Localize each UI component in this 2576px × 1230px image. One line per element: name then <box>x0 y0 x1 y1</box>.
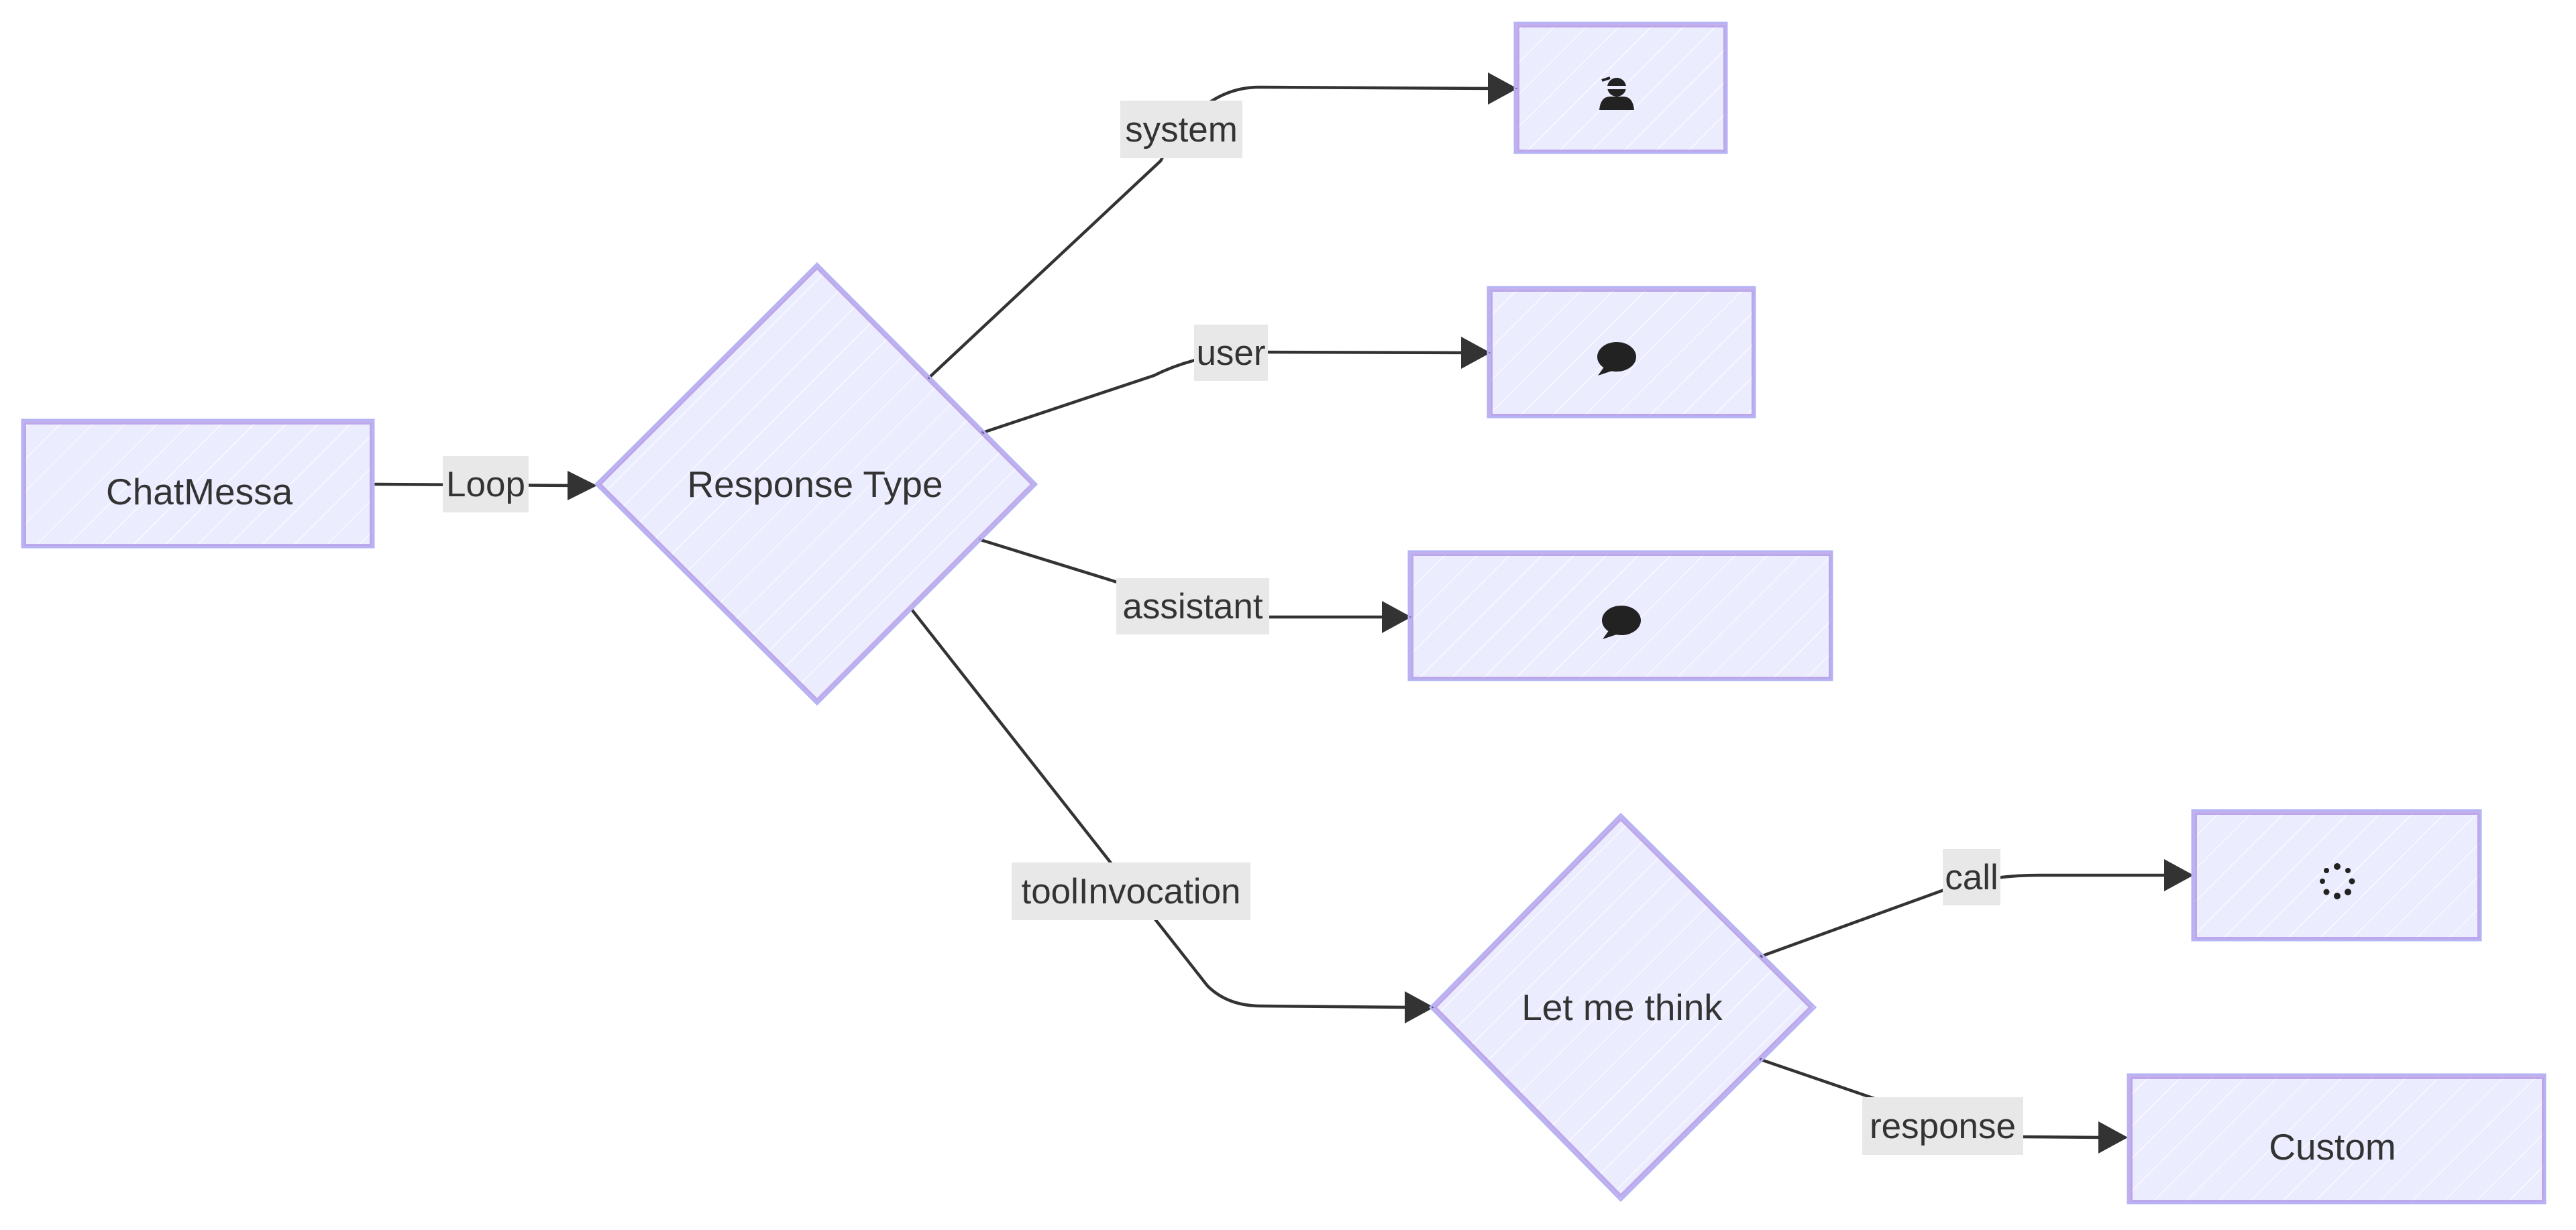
system-node[interactable] <box>1513 21 1728 154</box>
svg-text:user: user <box>1196 333 1265 373</box>
user-secret-icon <box>1599 76 1634 110</box>
response-type-label: Response Type <box>687 463 943 505</box>
assistant-node[interactable] <box>1407 550 1833 681</box>
svg-text:system: system <box>1125 110 1238 150</box>
call-node[interactable] <box>2191 809 2482 942</box>
edge-label-response: response <box>1862 1097 2023 1155</box>
svg-text:assistant: assistant <box>1122 587 1263 626</box>
svg-text:response: response <box>1870 1107 2016 1146</box>
svg-text:toolInvocation: toolInvocation <box>1021 872 1240 911</box>
edge-label-system: system <box>1120 101 1242 158</box>
tool-decision-label: Let me think <box>1521 987 1723 1028</box>
response-type-decision[interactable]: Response Type <box>594 262 1038 706</box>
edge-label-assistant: assistant <box>1116 578 1269 634</box>
comment-icon <box>1602 606 1641 639</box>
edge-label-user: user <box>1194 325 1268 381</box>
svg-text:Loop: Loop <box>446 465 525 504</box>
custom-label: Custom <box>2269 1126 2396 1168</box>
edge-label-loop: Loop <box>443 456 529 512</box>
chat-message-node[interactable]: ChatMessa <box>21 418 375 549</box>
svg-text:call: call <box>1945 858 1998 897</box>
edge-label-tool-invocation: toolInvocation <box>1012 862 1250 920</box>
user-node[interactable] <box>1487 286 1756 418</box>
chat-message-label: ChatMessa <box>106 471 293 512</box>
spinner-icon <box>2320 863 2355 899</box>
comment-icon <box>1597 342 1636 376</box>
custom-node[interactable]: Custom <box>2127 1073 2546 1205</box>
edge-tool-invocation <box>910 608 1434 1023</box>
tool-invocation-decision[interactable]: Let me think <box>1428 812 1817 1203</box>
edge-label-call: call <box>1943 849 2000 905</box>
